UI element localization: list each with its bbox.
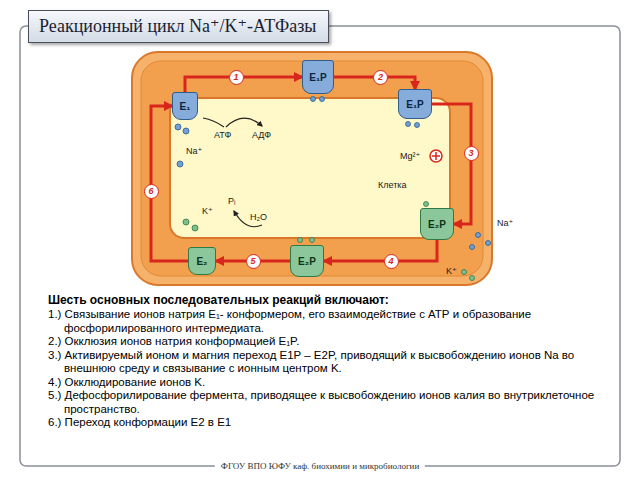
- state-label: E₂P: [428, 219, 446, 230]
- sodium-ion: [177, 161, 183, 167]
- ion-label: Na⁺: [497, 218, 513, 228]
- sodium-ion: [311, 97, 316, 102]
- reaction-step: 2.) Окклюзия ионов натрия конформацией E…: [48, 335, 604, 349]
- sodium-ion: [183, 128, 189, 134]
- sodium-ions: [175, 97, 491, 250]
- step-number: 1: [229, 70, 244, 85]
- ion-label: K⁺: [202, 206, 213, 216]
- potassium-ion: [462, 270, 467, 275]
- enzyme-state: E₂: [188, 247, 216, 275]
- mg-plus: [432, 152, 440, 160]
- footer-text: ФГОУ ВПО ЮФУ каф. биохимии и микробиолог…: [215, 461, 425, 471]
- state-label: E₁P: [309, 72, 326, 83]
- sodium-ion: [470, 245, 475, 250]
- potassium-ion: [298, 238, 303, 243]
- sodium-ion: [320, 97, 325, 102]
- potassium-ion: [470, 276, 475, 281]
- list-heading: Шесть основных последовательных реакций …: [48, 293, 604, 307]
- reaction-arrow: [432, 104, 471, 224]
- reaction-arrow: [324, 240, 437, 261]
- region-label: Клетка: [378, 180, 406, 190]
- cell-interior: [170, 98, 450, 238]
- step-number: 2: [373, 70, 388, 85]
- reaction-list: Шесть основных последовательных реакций …: [48, 293, 604, 430]
- enzyme-state: E₁: [172, 92, 198, 120]
- step-number: 6: [144, 184, 159, 199]
- state-label: E₂P: [298, 256, 316, 267]
- step-number: 4: [384, 254, 399, 269]
- enzyme-state: E₁P: [302, 60, 334, 94]
- molecule-label: H₂O: [250, 212, 267, 222]
- mg-sign: [430, 150, 442, 162]
- enzyme-state: E₂P: [290, 245, 324, 277]
- potassium-ions: [183, 202, 475, 281]
- step-number: 3: [464, 146, 479, 161]
- potassium-ion: [192, 225, 198, 231]
- reaction-step: 5.) Дефосфорилирование фермента, приводя…: [48, 389, 604, 416]
- state-label: E₂: [196, 256, 207, 267]
- sodium-ion: [175, 124, 181, 130]
- slide-frame: [20, 26, 620, 466]
- membrane-band: [141, 61, 483, 276]
- reaction-step: 3.) Активируемый ионом и магния переход …: [48, 349, 604, 376]
- enzyme-state: E₁P: [398, 89, 432, 119]
- reaction-arrow: [151, 106, 188, 261]
- reaction-arrow: [185, 77, 302, 92]
- potassium-ion: [310, 238, 315, 243]
- sodium-ion: [406, 122, 411, 127]
- membrane-outer: [132, 52, 492, 285]
- reaction-step: 4.) Окклюдирование ионов K.: [48, 376, 604, 390]
- slide-title: Реакционный цикл Na⁺/K⁺-АТФазы: [28, 10, 329, 43]
- potassium-ion: [424, 202, 429, 207]
- enzyme-state: E₂P: [420, 208, 454, 240]
- atp-link: [203, 118, 224, 127]
- ion-label: K⁺: [446, 266, 457, 276]
- sodium-ion: [476, 233, 481, 238]
- step-number: 5: [246, 254, 261, 269]
- molecule-label: АТФ: [214, 130, 231, 140]
- reaction-step: 1.) Связывание ионов натрия E₁- конформе…: [48, 308, 604, 335]
- potassium-ion: [183, 219, 189, 225]
- state-label: E₁P: [406, 99, 423, 110]
- atp-arrow: [226, 118, 262, 127]
- ion-label: Na⁺: [186, 146, 202, 156]
- ion-label: Mg²⁺: [400, 151, 420, 161]
- state-label: E₁: [180, 101, 191, 112]
- molecule-label: Pᵢ: [228, 196, 235, 206]
- sodium-ion: [486, 241, 491, 246]
- reaction-step: 6.) Переход конформации E2 в E1: [48, 416, 604, 430]
- figure-ground: [126, 47, 498, 291]
- sodium-ion: [415, 123, 420, 128]
- molecule-label: АДФ: [252, 130, 271, 140]
